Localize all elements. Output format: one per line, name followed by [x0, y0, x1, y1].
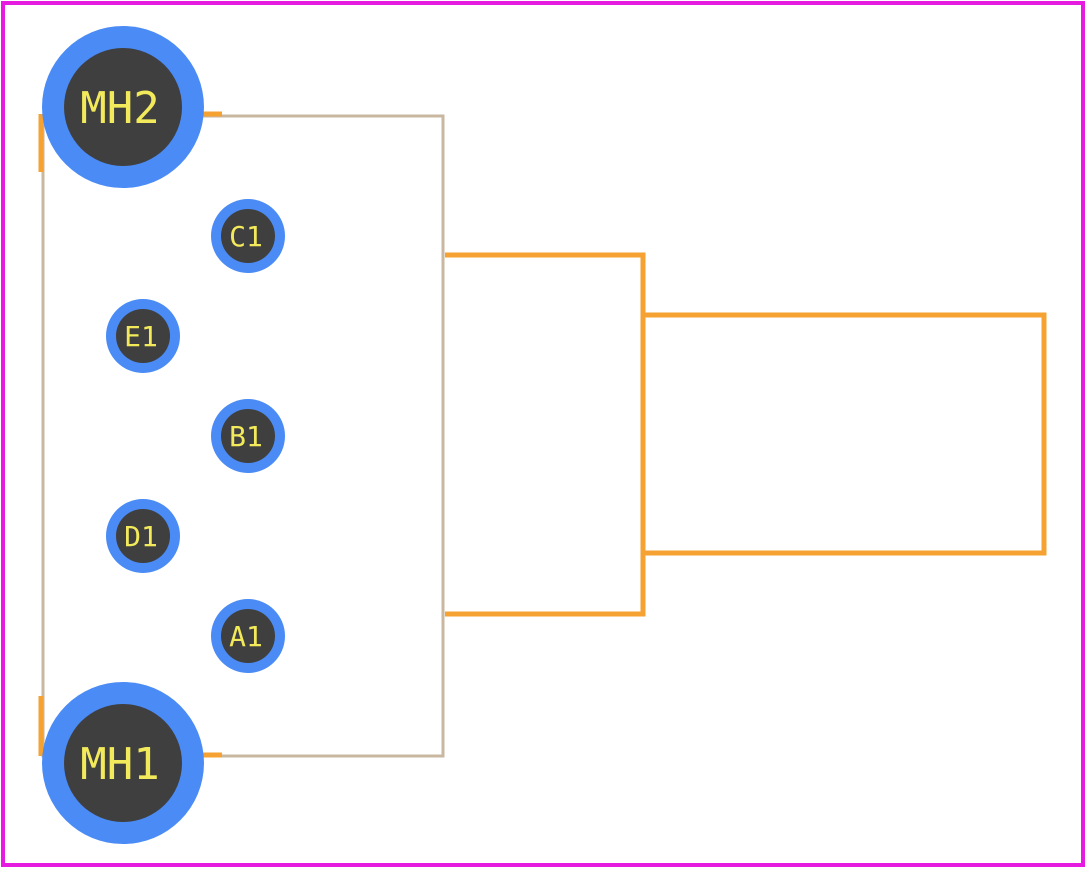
pad-mh1[interactable]: MH1: [42, 682, 204, 844]
pad-mh2[interactable]: MH2: [42, 26, 204, 188]
pad-mh2-hole: [64, 48, 182, 166]
pad-b1-label: B1: [229, 420, 263, 453]
pad-c1[interactable]: C1: [211, 199, 285, 273]
pad-b1[interactable]: B1: [211, 399, 285, 473]
shaft-body-outline: [645, 312, 1047, 556]
pad-a1-hole: [221, 609, 275, 663]
pad-d1[interactable]: D1: [106, 499, 180, 573]
pad-mh1-label: MH1: [80, 739, 159, 790]
pad-d1-hole: [116, 509, 170, 563]
body-outline: [38, 111, 445, 758]
fab-body-outline: [41, 114, 445, 758]
pad-c1-hole: [221, 209, 275, 263]
pad-a1-label: A1: [229, 620, 263, 653]
bushing-outline: [445, 252, 646, 617]
pad-c1-label: C1: [229, 220, 263, 253]
shaft-outline: [445, 252, 1047, 617]
pad-e1[interactable]: E1: [106, 299, 180, 373]
pad-e1-hole: [116, 309, 170, 363]
pad-mh1-hole: [64, 704, 182, 822]
pad-b1-hole: [221, 409, 275, 463]
pad-e1-label: E1: [124, 320, 158, 353]
pad-a1[interactable]: A1: [211, 599, 285, 673]
pad-mh2-label: MH2: [80, 83, 159, 134]
pad-d1-label: D1: [124, 520, 158, 553]
